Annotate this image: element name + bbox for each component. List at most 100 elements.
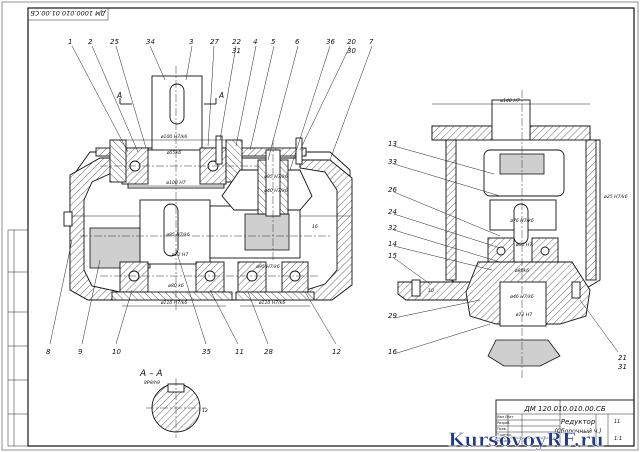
svg-text:13: 13 [388,140,397,148]
svg-text:10: 10 [112,348,121,356]
svg-text:16: 16 [312,224,318,230]
watermark-text: KursovoyRF.ru [448,429,604,451]
svg-text:14: 14 [388,240,397,248]
svg-text:8Р9/h9: 8Р9/h9 [144,380,160,386]
watermark: KursovoyRF.ru [448,429,605,452]
svg-text:Т.контр.: Т.контр. [496,433,512,437]
svg-text:12: 12 [332,348,341,356]
svg-text:32: 32 [388,224,397,232]
svg-text:9: 9 [78,348,83,356]
svg-text:3: 3 [189,38,193,46]
left-filing-strip [7,229,29,447]
svg-text:6: 6 [295,38,300,46]
svg-text:ø100 Н7/k6: ø100 Н7/k6 [160,134,188,140]
svg-text:ø25 Н7/k6: ø25 Н7/k6 [603,194,628,200]
drive-wall-left [445,139,457,281]
drive-output-gear [487,339,561,367]
input-shaft-key [169,83,185,125]
svg-text:33: 33 [388,158,397,166]
svg-text:27: 27 [210,38,219,46]
svg-text:Разраб.: Разраб. [497,421,510,425]
svg-text:7: 7 [369,38,374,46]
svg-text:15: 15 [388,252,397,260]
drive-bolt-left [411,279,421,297]
svg-text:21: 21 [618,354,627,362]
svg-text:24: 24 [388,208,397,216]
svg-text:16: 16 [388,348,397,356]
doc-code-top: ДМ 1000.010.01.00.СБ [30,9,107,17]
middle-shaft-key [163,203,179,257]
bearing-cap-upper-left [109,139,127,183]
svg-text:Н.контр.: Н.контр. [497,439,512,443]
svg-text:34: 34 [146,38,155,46]
title-doc-code: ДМ 120.010.010.00.СБ [523,405,606,413]
leaders-bottom: 8 9 10 35 11 28 12 [46,239,341,356]
svg-text:20: 20 [347,38,356,46]
svg-text:ø60 Н7: ø60 Н7 [515,242,533,248]
scale: 1:1 [614,436,622,442]
title-name: Редуктор [561,418,596,426]
svg-text:ø85 Н7/k6: ø85 Н7/k6 [263,174,288,180]
svg-text:26: 26 [388,186,397,194]
gearbox-main-section: А А ø100 Н7/k6 ø55k6 ø100 Н7 ø85 Н7/k6 ø… [63,66,353,310]
svg-text:ø76 Н7/k6: ø76 Н7/k6 [509,218,534,224]
drive-shaft-key [513,203,529,245]
drain-plug [63,211,73,227]
svg-text:2: 2 [88,38,93,46]
svg-text:ø46 Н7/k6: ø46 Н7/k6 [509,294,534,300]
svg-text:ø40 Н7/k6: ø40 Н7/k6 [263,188,288,194]
section-a-a: А – А 8Р9/h9 12 [139,369,208,438]
drive-top-flange-left [431,125,493,141]
drive-bolt-right [571,281,581,299]
svg-text:5: 5 [271,38,276,46]
drive-wall-right [585,139,597,281]
drive-input-shaft [491,99,531,141]
right-view-dimensions: ø140 Н7 ø76 Н7/k6 ø60 Н7 ø90k6 ø46 Н7/k6… [428,98,628,318]
section-a-a-label: А – А [139,369,163,379]
svg-text:ø72 Н7: ø72 Н7 [171,252,189,258]
drive-top-flange-right [529,125,591,141]
drive-output-hub [499,281,547,327]
svg-text:ø72 Н7: ø72 Н7 [515,312,533,318]
svg-text:25: 25 [110,38,119,46]
pinion-teeth [244,213,290,251]
svg-text:ø110 Н7/k6: ø110 Н7/k6 [258,300,286,306]
svg-text:ø95 Н7/k6: ø95 Н7/k6 [255,264,280,270]
svg-text:31: 31 [618,363,627,371]
svg-text:12: 12 [202,408,208,414]
svg-text:ø90k6: ø90k6 [514,268,529,274]
section-mark-right: А [218,91,224,100]
svg-text:ø100 Н7: ø100 Н7 [165,180,185,186]
drawing-frame [27,7,635,447]
svg-text:1: 1 [68,38,72,46]
svg-text:4: 4 [253,38,257,46]
title-subtitle: (Сборочный ч.) [554,428,601,435]
leaders-top: 1 2 25 34 3 27 22 31 4 5 6 36 20 30 7 [68,38,374,171]
bearing-cap-lower-left [111,291,233,301]
leaders-right: 13 33 26 24 32 14 15 29 16 21 31 [388,140,627,371]
svg-text:8: 8 [46,348,51,356]
svg-text:10: 10 [428,288,434,294]
svg-text:28: 28 [264,348,273,356]
svg-text:ø55k6: ø55k6 [166,150,181,156]
bolt-top-left [215,135,223,165]
svg-text:35: 35 [202,348,211,356]
svg-text:31: 31 [232,47,241,55]
svg-text:22: 22 [232,38,241,46]
svg-text:ø85 Н7/k6: ø85 Н7/k6 [165,232,190,238]
section-mark-left: А [116,91,122,100]
svg-text:ø80 k6: ø80 k6 [167,283,184,289]
svg-text:36: 36 [326,38,335,46]
svg-text:30: 30 [347,47,356,55]
left-view-dimensions: ø100 Н7/k6 ø55k6 ø100 Н7 ø85 Н7/k6 ø40 Н… [122,134,318,307]
svg-text:29: 29 [388,312,397,320]
doc-code-top-box: ДМ 1000.010.01.00.СБ [27,7,109,21]
bearing-cap-lower-right [235,291,315,301]
bevel-drive-section: ø140 Н7 ø76 Н7/k6 ø60 Н7 ø90k6 ø46 Н7/k6… [397,90,628,380]
sheet-count: 11 [614,419,620,425]
svg-text:ø110 Н7/k6: ø110 Н7/k6 [160,300,188,306]
svg-text:Изм Лист: Изм Лист [497,415,514,419]
svg-text:11: 11 [235,348,244,356]
